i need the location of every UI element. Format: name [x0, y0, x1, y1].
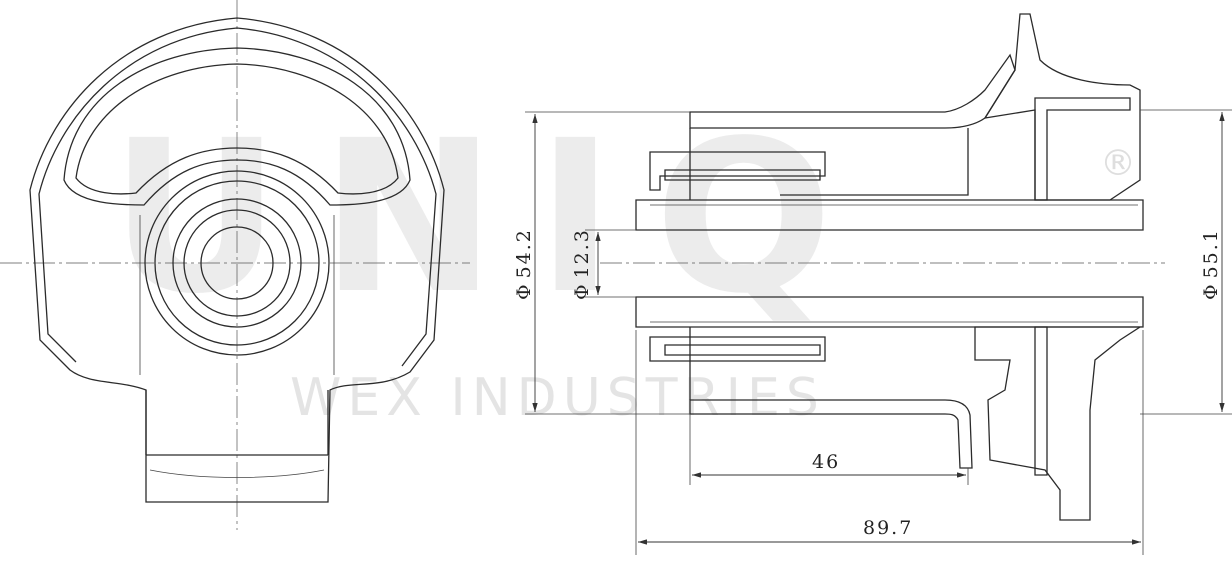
watermark-registered: ®	[1100, 143, 1136, 184]
end-view	[0, 0, 470, 530]
section-view	[525, 13, 1232, 555]
diameter-symbol: Φ	[513, 282, 535, 300]
dimension-inner-diameter: Φ 12.3	[571, 228, 601, 300]
inner-diameter-value: 12.3	[571, 228, 593, 278]
svg-text:Φ55.1: Φ 55.1	[1200, 228, 1222, 300]
svg-text:Φ54.2: Φ 54.2	[513, 228, 535, 300]
dimension-outer-diameter-left: Φ 54.2	[513, 114, 538, 412]
watermark-company: WEX INDUSTRIES	[290, 368, 825, 428]
outer-diameter-left-value: 54.2	[513, 228, 535, 278]
diameter-symbol: Φ	[1200, 282, 1222, 300]
watermark: UNIQ ® WEX INDUSTRIES	[110, 95, 1136, 428]
dimension-outer-diameter-right: Φ 55.1	[1200, 112, 1225, 412]
svg-text:Φ12.3: Φ 12.3	[571, 228, 593, 300]
watermark-logo: UNIQ	[110, 95, 873, 340]
sleeve-length-value: 46	[812, 451, 840, 473]
overall-length-value: 89.7	[863, 517, 913, 539]
dimension-sleeve-length: 46	[692, 451, 966, 478]
diameter-symbol: Φ	[571, 282, 593, 300]
dimension-overall-length: 89.7	[638, 517, 1141, 545]
outer-diameter-right-value: 55.1	[1200, 228, 1222, 278]
